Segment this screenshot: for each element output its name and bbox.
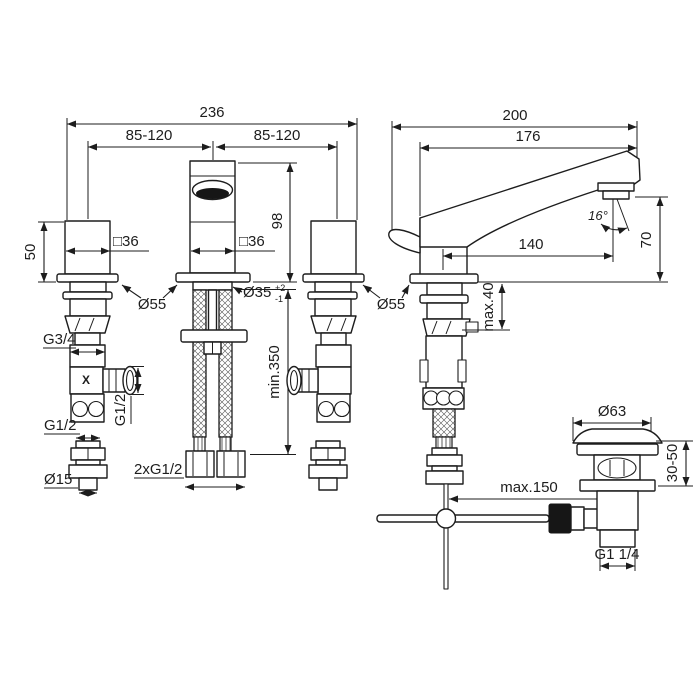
- hose-threads-label: 2xG1/2: [134, 461, 182, 478]
- rod-ball-joint: [548, 503, 572, 534]
- front-view: 236 85-120 85-120 50: [22, 104, 410, 497]
- right-adapter-fitting: [308, 440, 348, 491]
- dim-total-projection: 200: [391, 107, 638, 233]
- left-adapter-fitting: [68, 440, 108, 491]
- dim-total-width-label: 236: [199, 104, 224, 121]
- side-view: 200 176: [376, 107, 668, 590]
- spout-base-plate: [175, 272, 251, 283]
- dim-handle-height: 50: [22, 221, 64, 283]
- dim-tailpiece-thread: G1 1/4: [594, 546, 640, 571]
- dim-handle-square-left-label: □36: [113, 233, 139, 250]
- label-adapter-thread: G1/2: [44, 417, 100, 442]
- horizontal-rod: [376, 514, 550, 523]
- drain-flange-dome: [572, 428, 663, 444]
- dim-total-projection-label: 200: [502, 107, 527, 124]
- valve-marking-label: X: [82, 373, 90, 387]
- dim-spray-angle-label: 16°: [588, 208, 608, 223]
- lever-slot: [597, 457, 637, 479]
- dim-spout-square-label: □36: [239, 233, 265, 250]
- dim-handle-height-label: 50: [22, 244, 39, 261]
- dim-max-deck-thickness: max.40: [462, 282, 510, 332]
- hose-nut-left: [185, 450, 215, 478]
- drain-body: [572, 428, 663, 548]
- label-hole-diameter: Ø35 +2 -1: [232, 283, 285, 304]
- joystick-handle: [388, 228, 421, 254]
- dim-spout-height: 98: [238, 162, 297, 283]
- left-valve-body: X: [62, 281, 138, 423]
- escutcheon-diameter-right-label: Ø55: [377, 296, 405, 313]
- adapter-diameter-label: Ø15: [44, 471, 72, 488]
- side-escutcheon: [409, 273, 479, 284]
- hole-diameter-label: Ø35: [243, 284, 271, 301]
- label-escutcheon-diameter-left: Ø55: [121, 284, 178, 313]
- dim-deck-thickness-range-label: 30-50: [664, 444, 681, 482]
- adapter-thread-label: G1/2: [44, 417, 77, 434]
- escutcheon-diameter-left-label: Ø55: [138, 296, 166, 313]
- right-handle: [302, 220, 365, 283]
- right-valve-body: [286, 281, 358, 423]
- dim-spout-reach-label: 176: [515, 128, 540, 145]
- aerator-opening: [196, 188, 229, 199]
- rod-joint: [435, 508, 457, 529]
- hole-tolerance-lower-label: -1: [275, 294, 283, 304]
- dim-spout-height-label: 98: [269, 213, 286, 230]
- drain-tailpiece: [599, 529, 636, 548]
- dim-hole-spacing-left-label: 85-120: [126, 127, 173, 144]
- dim-handle-square-left: □36: [66, 233, 149, 255]
- label-escutcheon-diameter-right: Ø55: [362, 284, 410, 313]
- label-valve-thread: G3/4: [43, 331, 105, 356]
- dim-aerator-distance: 140: [442, 236, 613, 270]
- dim-max-deck-thickness-label: max.40: [480, 282, 497, 331]
- mounting-stud: [207, 289, 218, 333]
- dim-outlet-thread: G1/2: [112, 366, 144, 427]
- aerator-housing: [597, 182, 635, 192]
- valve-thread-label: G3/4: [43, 331, 76, 348]
- pop-up-rod: [376, 483, 599, 590]
- flexible-hoses: [180, 289, 248, 478]
- right-escutcheon: [302, 273, 365, 283]
- dim-flange-diameter: Ø63: [572, 403, 652, 441]
- dim-flange-diameter-label: Ø63: [598, 403, 626, 420]
- dim-hole-spacing-left: 85-120: [87, 127, 214, 219]
- dim-hose-length-label: min.350: [266, 345, 283, 398]
- dim-rod-length-label: max.150: [500, 479, 558, 496]
- label-hose-threads: 2xG1/2: [134, 461, 245, 491]
- outlet-thread-label: G1/2: [112, 394, 129, 427]
- dim-total-width: 236: [66, 104, 358, 220]
- left-valve-outlet: [102, 368, 126, 393]
- dim-deck-thickness-range: 30-50: [656, 440, 693, 487]
- dim-outlet-height-label: 70: [638, 232, 655, 249]
- dim-aerator-distance-label: 140: [518, 236, 543, 253]
- dim-hole-spacing-right: 85-120: [216, 127, 338, 219]
- left-escutcheon: [56, 273, 119, 283]
- dim-spout-reach: 176: [419, 128, 637, 216]
- drain-assembly: Ø63 30-50 G1 1/4: [572, 403, 693, 571]
- side-shank: [419, 282, 479, 485]
- tailpiece-thread-label: G1 1/4: [594, 546, 639, 563]
- dim-spout-square: □36: [191, 233, 275, 255]
- hose-nut-right: [216, 450, 246, 478]
- dim-outlet-height: 70: [635, 196, 668, 281]
- hole-tolerance-upper-label: +2: [275, 283, 285, 293]
- dim-spray-angle: 16°: [588, 198, 630, 262]
- dim-hole-spacing-right-label: 85-120: [254, 127, 301, 144]
- mounting-washer: [180, 329, 248, 343]
- label-adapter-diameter: Ø15: [44, 471, 97, 497]
